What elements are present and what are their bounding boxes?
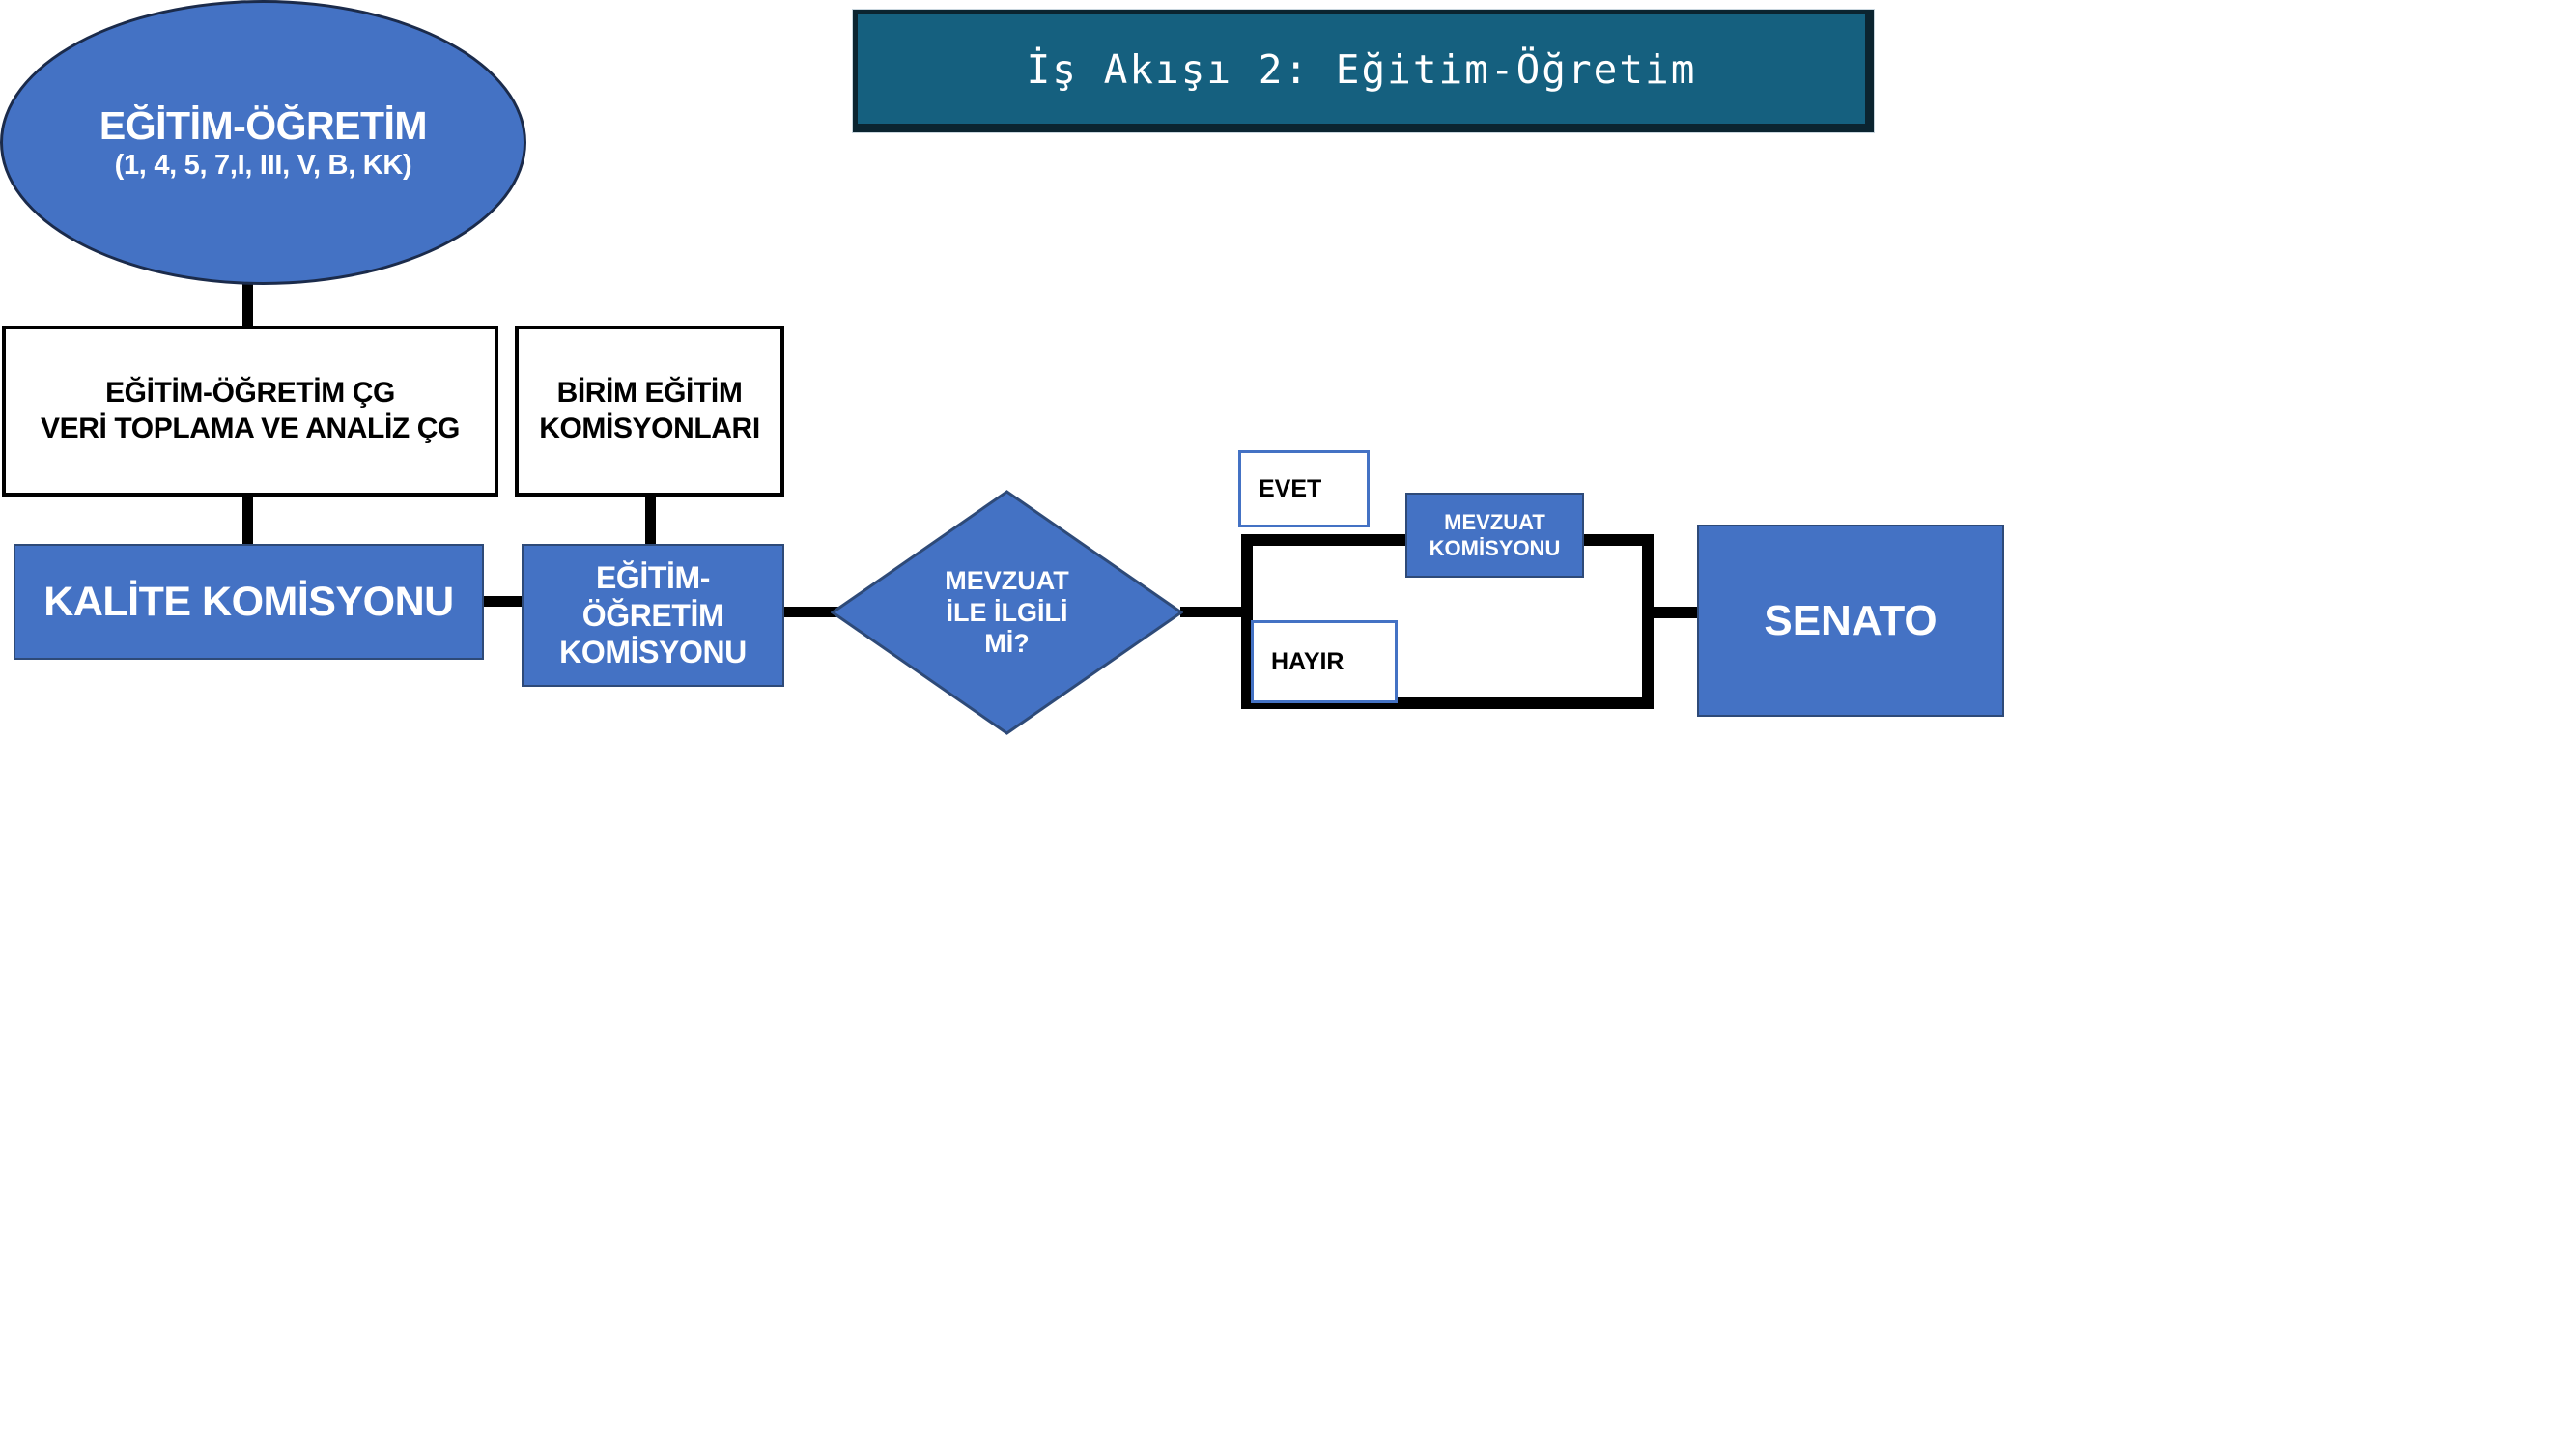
node-birim-egitim-komisyonlari-line2: KOMİSYONLARI	[539, 412, 760, 444]
node-decision-line1: MEVZUAT	[945, 565, 1069, 595]
connector-decision-to-branch-split	[1180, 607, 1252, 617]
edge-label-evet[interactable]: EVET	[1238, 450, 1370, 527]
node-kalite-komisyonu[interactable]: KALİTE KOMİSYONU	[14, 544, 484, 660]
connector-egitim-ogretim-cg-to-kalite-komisyonu	[242, 495, 253, 547]
node-start-title: EĞİTİM-ÖĞRETİM	[99, 102, 428, 148]
node-senato[interactable]: SENATO	[1697, 525, 2004, 717]
node-egitim-ogretim-komisyonu[interactable]: EĞİTİM- ÖĞRETİM KOMİSYONU	[522, 544, 784, 687]
node-decision-label: MEVZUAT İLE İLGİLİ Mİ?	[945, 565, 1069, 661]
node-decision-mevzuat-ile-ilgili-mi[interactable]: MEVZUAT İLE İLGİLİ Mİ?	[831, 490, 1183, 735]
page-title-banner: İş Akışı 2: Eğitim-Öğretim	[853, 10, 1874, 132]
connector-mevzuat-komisyonu-to-merge	[1582, 534, 1654, 546]
node-mevzuat-komisyonu[interactable]: MEVZUAT KOMİSYONU	[1405, 493, 1584, 578]
edge-label-hayir[interactable]: HAYIR	[1251, 620, 1398, 703]
connector-yes-branch-to-mevzuat-komisyonu	[1241, 534, 1407, 546]
connector-birim-komisyonlari-to-egitim-ogretim-komisyonu	[645, 495, 656, 547]
diamond-shape-icon	[831, 490, 1183, 735]
node-decision-line2: İLE İLGİLİ	[946, 597, 1068, 627]
edge-label-evet-text: EVET	[1259, 474, 1322, 502]
node-egitim-ogretim-komisyonu-line2: ÖĞRETİM	[581, 597, 724, 633]
node-mevzuat-komisyonu-line1: MEVZUAT	[1444, 509, 1545, 534]
connector-egitim-ogretim-komisyonu-to-decision	[780, 607, 840, 617]
node-egitim-ogretim-komisyonu-line1: EĞİTİM-	[595, 560, 711, 596]
node-egitim-ogretim-cg-line1: EĞİTİM-ÖĞRETİM ÇG	[105, 376, 395, 409]
node-start-egitim-ogretim[interactable]: EĞİTİM-ÖĞRETİM (1, 4, 5, 7,I, III, V, B,…	[0, 0, 526, 285]
node-egitim-ogretim-cg-line2: VERİ TOPLAMA VE ANALİZ ÇG	[41, 412, 460, 444]
connector-ellipse-to-egitim-ogretim-cg	[242, 278, 253, 328]
node-mevzuat-komisyonu-line2: KOMİSYONU	[1429, 536, 1561, 560]
edge-label-hayir-text: HAYIR	[1271, 647, 1345, 675]
node-kalite-komisyonu-label: KALİTE KOMİSYONU	[43, 578, 454, 625]
node-birim-egitim-komisyonlari[interactable]: BİRİM EĞİTİM KOMİSYONLARI	[515, 326, 784, 497]
node-egitim-ogretim-komisyonu-line3: KOMİSYONU	[559, 635, 747, 670]
node-start-subtitle: (1, 4, 5, 7,I, III, V, B, KK)	[114, 149, 412, 181]
node-egitim-ogretim-cg[interactable]: EĞİTİM-ÖĞRETİM ÇG VERİ TOPLAMA VE ANALİZ…	[2, 326, 498, 497]
page-title: İş Akışı 2: Eğitim-Öğretim	[1026, 45, 1697, 93]
connector-branch-split-vertical	[1241, 534, 1253, 709]
node-birim-egitim-komisyonlari-line1: BİRİM EĞİTİM	[556, 376, 743, 409]
node-senato-label: SENATO	[1764, 596, 1938, 644]
connector-merge-to-senato	[1642, 607, 1700, 618]
connector-branch-merge-vertical	[1642, 534, 1654, 709]
node-decision-line3: Mİ?	[984, 629, 1030, 659]
connector-kalite-komisyonu-to-egitim-ogretim-komisyonu	[480, 596, 526, 607]
